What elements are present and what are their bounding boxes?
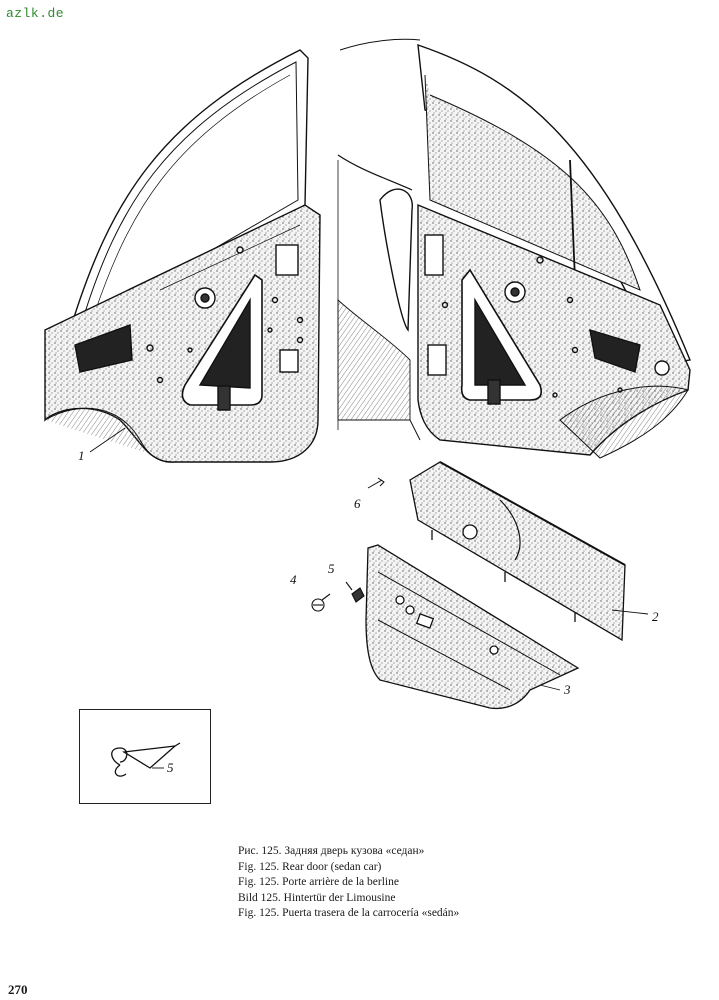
part-6 xyxy=(367,477,385,489)
callout-1: 1 xyxy=(78,448,85,463)
page-number: 270 xyxy=(8,982,28,997)
watermark: azlk.de xyxy=(6,6,65,21)
caption-german: Bild 125. Hintertür der Limousine xyxy=(238,891,396,904)
screw-4 xyxy=(311,593,331,612)
trim-panel-2 xyxy=(409,461,649,642)
callout-5: 5 xyxy=(328,561,335,576)
callout-4: 4 xyxy=(290,572,297,587)
callout-3: 3 xyxy=(563,682,571,697)
clip-detail: 5 xyxy=(111,742,181,777)
caption-english: Fig. 125. Rear door (sedan car) xyxy=(238,860,382,873)
clip-5 xyxy=(345,581,365,603)
caption-spanish: Fig. 125. Puerta trasera de la carrocerí… xyxy=(238,907,460,919)
caption-russian: Рис. 125. Задняя дверь кузова «седан» xyxy=(238,845,425,857)
inset-callout-5: 5 xyxy=(167,760,174,775)
callout-2: 2 xyxy=(652,609,659,624)
left-door xyxy=(44,49,321,463)
body-pillar xyxy=(379,188,413,332)
trim-panel-3 xyxy=(365,544,580,710)
caption-french: Fig. 125. Porte arrière de la berline xyxy=(238,876,399,888)
inset-detail-box: 5 xyxy=(79,709,211,804)
callout-6: 6 xyxy=(354,496,361,511)
figure-caption: Рис. 125. Задняя дверь кузова «седан» Fi… xyxy=(238,844,459,922)
right-door xyxy=(337,38,691,459)
